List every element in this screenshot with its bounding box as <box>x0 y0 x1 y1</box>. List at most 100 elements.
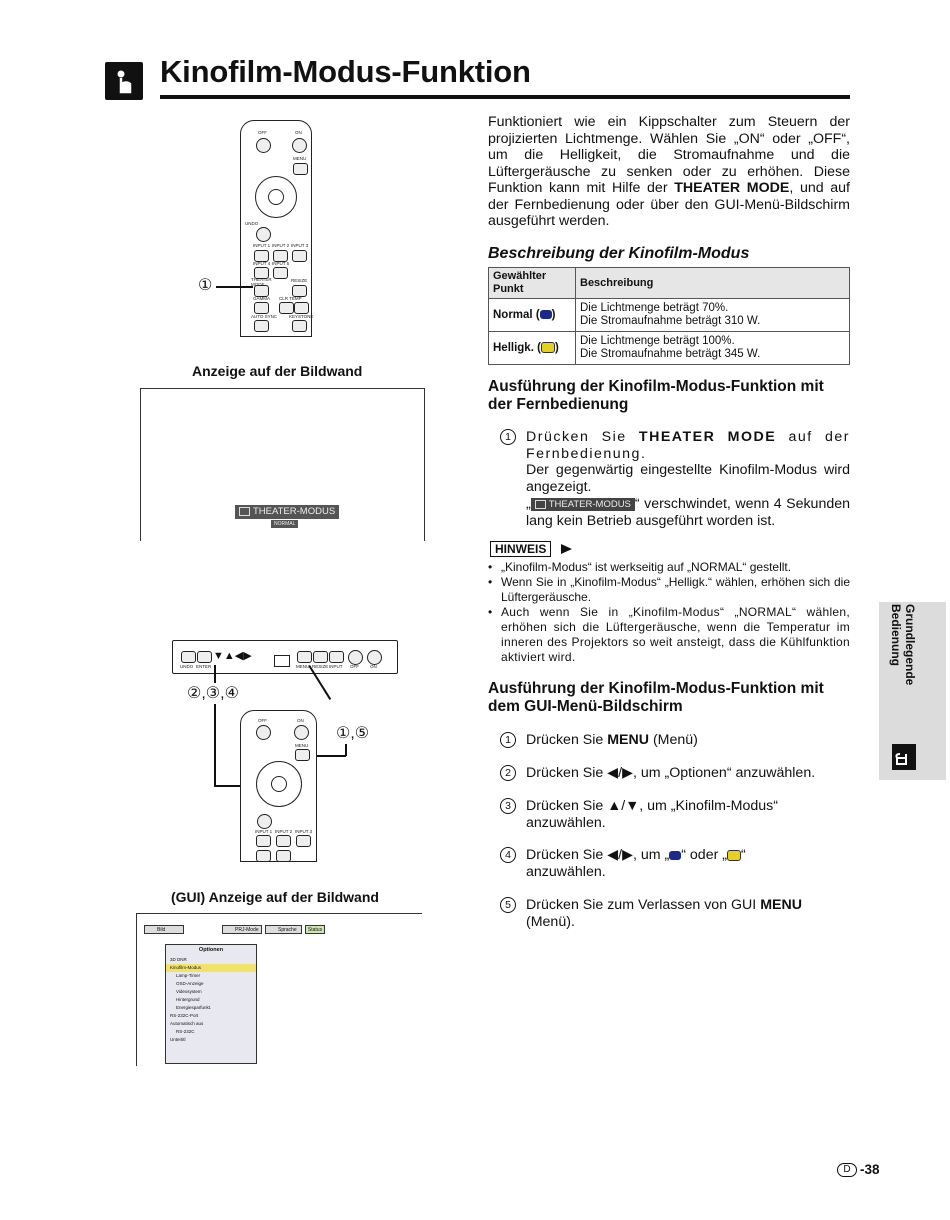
gui-item: Automatisch aus <box>170 1021 204 1026</box>
callout-line <box>214 785 254 787</box>
panel-label: INPUT <box>329 664 343 669</box>
gui-item: OSD-Anzeige <box>176 981 204 986</box>
panel-box-icon <box>274 655 290 667</box>
gui-item: Hintergrund <box>176 997 200 1002</box>
callout-line <box>345 744 347 756</box>
resize-button-icon <box>292 285 307 297</box>
remote-label-undo: UNDO <box>245 221 259 226</box>
gui-item: 3D DNR <box>170 957 187 962</box>
panel-undo-icon <box>181 651 196 663</box>
menu-button-icon <box>293 163 308 175</box>
panel-label: UNDO <box>180 664 194 669</box>
list-item: „Kinofilm-Modus“ ist werkseitig auf „NOR… <box>488 560 850 575</box>
panel-label: MENU <box>296 664 310 669</box>
hand-pointer-icon <box>892 744 916 770</box>
gui-step-3: 3 Drücken Sie ▲/▼, um „Kinofilm-Modus“ a… <box>500 798 850 831</box>
remote-label-input5: INPUT 5 <box>272 261 290 266</box>
bright-mode-icon <box>726 849 741 861</box>
panel-label: ENTER <box>196 664 212 669</box>
remote-label-theater: THEATER MODE <box>251 277 272 287</box>
table-row: Normal () Die Lichtmenge beträgt 70%.Die… <box>488 298 850 332</box>
remote-label-input2: INPUT 2 <box>272 243 290 248</box>
arrow-icon <box>561 544 572 554</box>
callout-line <box>214 665 216 683</box>
remote-label-clr: CLR TEMP <box>279 296 302 301</box>
gui-item: RS-232C-Port <box>170 1013 199 1018</box>
gui-screen: Bild PRJ-Mode Sprache Status Optionen 3D… <box>136 913 422 1066</box>
gui-section-title: Ausführung der Kinofilm-Modus-Funktion m… <box>488 680 824 715</box>
panel-input-icon <box>329 651 344 663</box>
remote-label-keystone: KEYSTONE <box>289 314 314 319</box>
normal-mode-icon <box>669 850 682 860</box>
input4-button-icon <box>254 267 269 279</box>
panel-enter-icon <box>197 651 212 663</box>
remote-label-off: OFF <box>258 130 267 135</box>
remote-label-input3: INPUT 3 <box>295 829 313 834</box>
theater-icon <box>239 506 250 516</box>
panel-arrows-icon: ▼▲◀▶ <box>213 650 252 662</box>
input1-button-icon <box>254 250 269 262</box>
gui-item: RS-232C <box>176 1029 195 1034</box>
theater-mode-badge: THEATER-MODUS <box>530 497 635 511</box>
osd-normal-badge: NORMAL <box>271 520 299 528</box>
panel-resize-icon <box>313 651 328 663</box>
autosync-button-icon <box>254 320 269 332</box>
callout-line <box>308 755 346 757</box>
step-number: 1 <box>500 429 516 445</box>
gui-item: Untertitl <box>170 1037 186 1042</box>
table-cell-item: Normal () <box>488 298 576 332</box>
gamma-button-icon <box>254 302 269 314</box>
gui-item-selected: Kinofilm-Modus <box>166 964 256 972</box>
intro-paragraph: Funktioniert wie ein Kippschalter zum St… <box>488 114 850 229</box>
screen-label: Anzeige auf der Bildwand <box>192 363 363 379</box>
gui-step-5: 5 Drücken Sie zum Verlassen von GUI MENU… <box>500 897 850 930</box>
gui-step-4: 4 Drücken Sie ◀/▶, um „“ oder „“ anzuwäh… <box>500 847 850 880</box>
remote-label-input4: INPUT 4 <box>253 261 271 266</box>
remote-label-off: OFF <box>258 718 267 723</box>
undo-button-icon <box>256 227 271 242</box>
gui-screen-label: (GUI) Anzeige auf der Bildwand <box>171 889 379 905</box>
callout-line <box>216 286 253 288</box>
remote-label-resize: RESIZE <box>291 278 308 283</box>
gui-item: Videosystem <box>176 989 202 994</box>
on-button-icon <box>294 725 309 740</box>
panel-label: OFF <box>350 664 359 669</box>
panel-label: RESIZE <box>312 664 329 669</box>
callout-15: ①,⑤ <box>336 725 370 742</box>
notes-list: „Kinofilm-Modus“ ist werkseitig auf „NOR… <box>488 560 850 665</box>
remote-control-figure-2: OFF ON MENU INPUT 1 INPUT 2 INPUT 3 <box>240 710 317 862</box>
input3-button-icon <box>292 250 307 262</box>
remote-label-on: ON <box>295 130 302 135</box>
remote-section-title: Ausführung der Kinofilm-Modus-Funktion m… <box>488 378 824 413</box>
gui-item: Energiesparfunkt. <box>176 1005 212 1010</box>
projector-panel-figure: ▼▲◀▶ UNDO ENTER MENU RESIZE INPUT OFF ON <box>172 640 398 674</box>
gui-item: Lamp-Timer <box>176 973 201 978</box>
side-tab-label: Grundlegende Bedienung <box>889 604 917 686</box>
gui-step-1: 1 Drücken Sie MENU (Menü) <box>500 732 850 749</box>
panel-label: ON <box>370 664 377 669</box>
page-prefix: D <box>837 1163 857 1177</box>
dpad-icon <box>255 176 297 218</box>
remote-step-1: 1 Drücken Sie THEATER MODE auf der Fernb… <box>500 429 850 529</box>
page-title: Kinofilm-Modus-Funktion <box>160 54 531 89</box>
panel-on-icon <box>367 650 382 665</box>
table-header-row: Gewählter Punkt Beschreibung <box>488 267 850 299</box>
gui-heading: Optionen <box>198 947 224 953</box>
gui-tab: Sprache <box>265 925 302 934</box>
gui-tab: Bild <box>144 925 184 934</box>
table-cell-desc: Die Lichtmenge beträgt 70%.Die Stromaufn… <box>575 298 850 332</box>
remote-label-autosync: AUTO SYNC <box>251 314 278 319</box>
title-rule <box>160 95 850 99</box>
keystone-button-icon <box>292 320 307 332</box>
hand-pointer-icon <box>105 62 143 100</box>
remote-label-menu: MENU <box>293 156 307 161</box>
page-number: -38 <box>860 1162 880 1177</box>
undo-button-icon <box>257 814 272 829</box>
normal-mode-icon <box>539 309 552 319</box>
input5-button-icon <box>276 850 291 862</box>
gui-step-2: 2 Drücken Sie ◀/▶, um „Optionen“ anzuwäh… <box>500 765 850 782</box>
input2-button-icon <box>276 835 291 847</box>
hinweis-label: HINWEIS <box>490 541 552 557</box>
input3-button-icon <box>296 835 311 847</box>
col2-header: Beschreibung <box>575 267 850 299</box>
